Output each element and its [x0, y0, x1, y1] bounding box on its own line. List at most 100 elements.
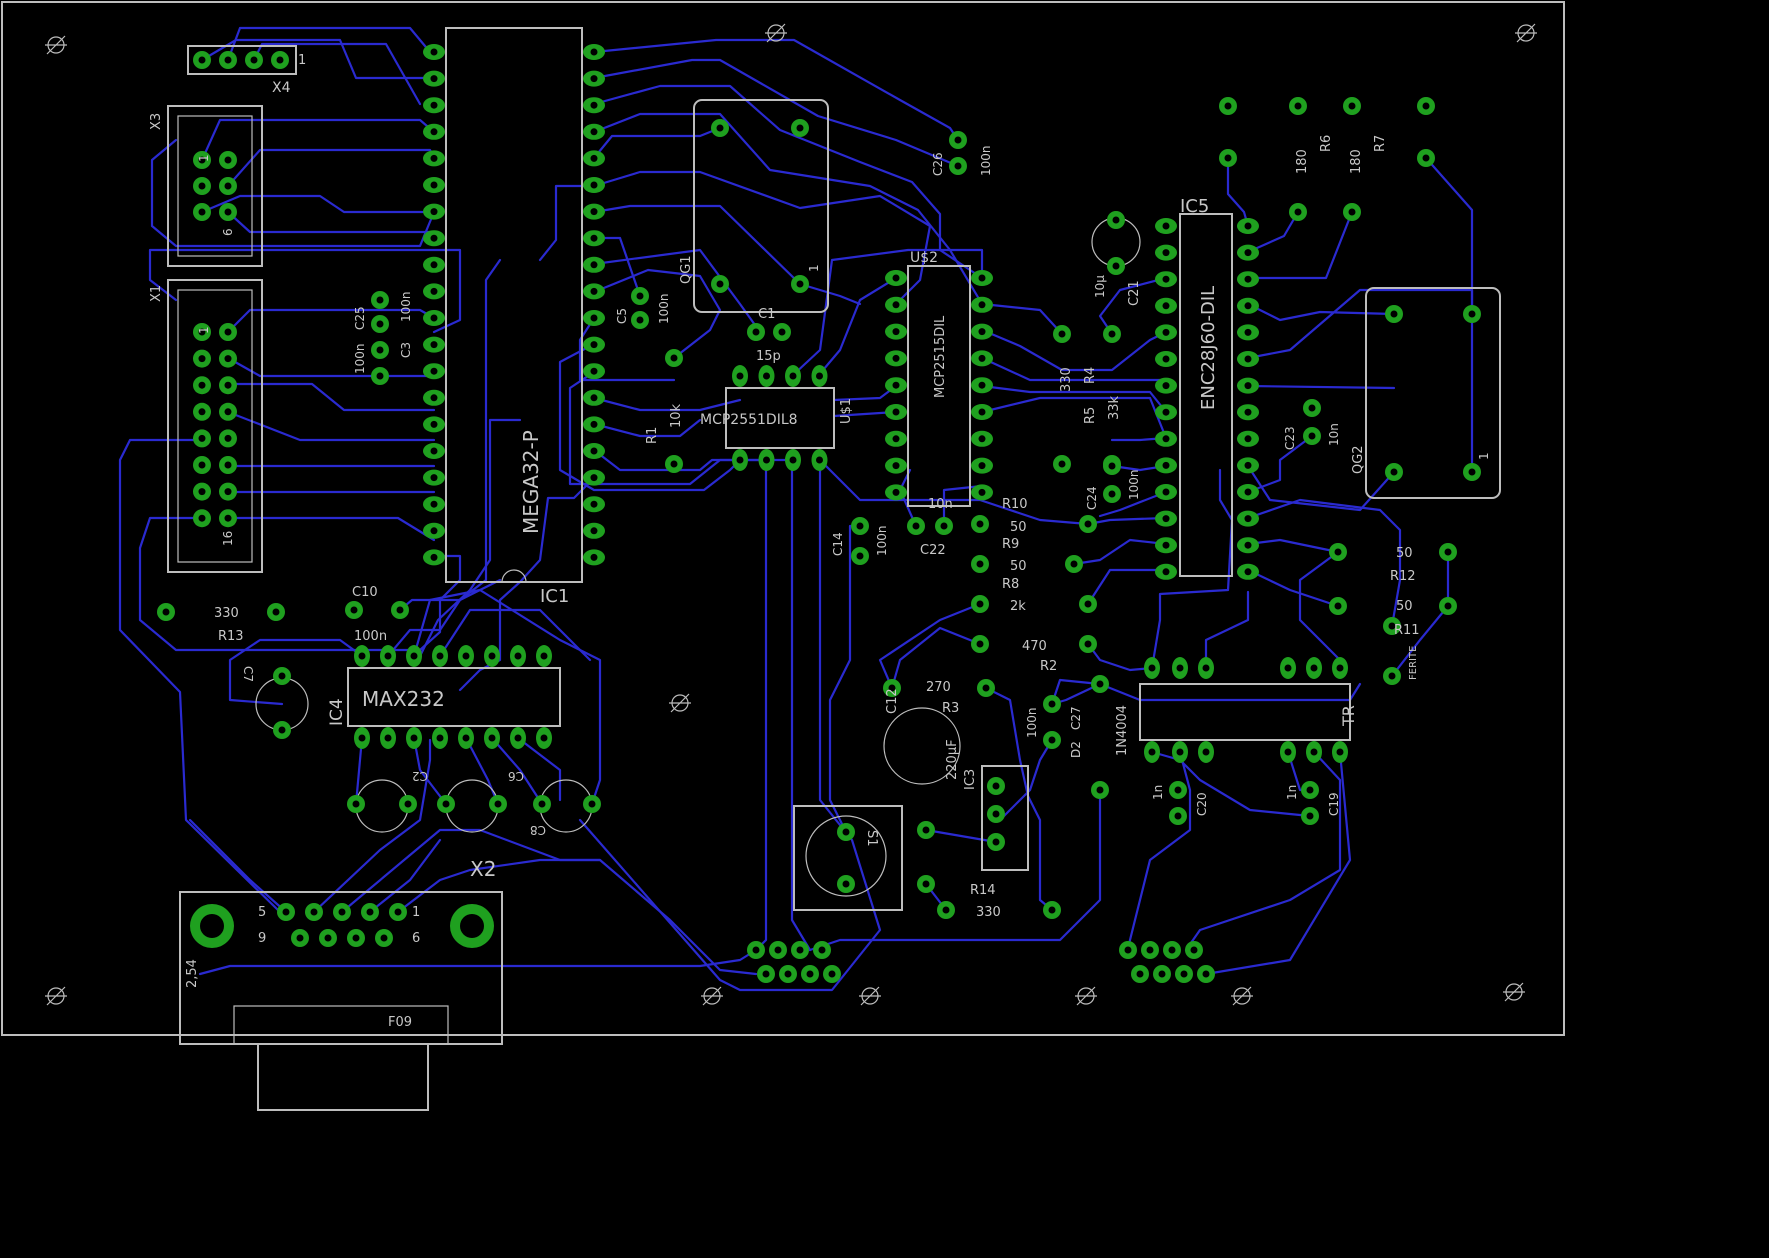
drill-hole [978, 381, 986, 389]
label-r3-value: 270 [926, 680, 951, 695]
drill-hole [198, 514, 206, 522]
drill-hole [978, 462, 986, 470]
drill-hole [1084, 640, 1092, 648]
label-x1-pin16: 16 [221, 531, 235, 546]
drill-hole [1084, 520, 1092, 528]
label-r9-value: 50 [1010, 559, 1027, 574]
label-d2-value: 1N4004 [1115, 705, 1130, 756]
drill-hole [892, 488, 900, 496]
label-x4-pin: 1 [298, 53, 306, 68]
label-qg2-pin: 1 [1477, 452, 1491, 460]
label-r1-value: 10k [669, 403, 684, 428]
drill-hole [324, 934, 332, 942]
drill-hole [430, 474, 438, 482]
label-c5: C5 [615, 308, 629, 324]
drill-hole [942, 906, 950, 914]
s1-switch-outline [793, 805, 903, 911]
label-c6: C6 [508, 769, 524, 783]
trace [538, 184, 596, 262]
drill-hole [978, 274, 986, 282]
drill-hole [762, 970, 770, 978]
drill-hole [436, 734, 444, 742]
label-c5-value: 100n [657, 293, 671, 324]
label-c24-value: 100n [1127, 469, 1141, 500]
label-r14-value: 330 [976, 905, 1001, 920]
drill-hole [1148, 748, 1156, 756]
drill-hole [1348, 208, 1356, 216]
trace [386, 578, 502, 658]
label-c1-value: 15p [756, 349, 781, 364]
drill-hole [1176, 664, 1184, 672]
trace [438, 608, 592, 662]
label-ic1: IC1 [540, 586, 569, 607]
drill-hole [1148, 664, 1156, 672]
drill-hole [1388, 672, 1396, 680]
drill-hole [430, 208, 438, 216]
label-c20: C20 [1195, 792, 1209, 816]
trace [1150, 468, 1234, 670]
drill-hole [162, 608, 170, 616]
drill-hole [442, 800, 450, 808]
drill-hole [224, 408, 232, 416]
drill-hole [590, 48, 598, 56]
trace [1246, 434, 1314, 494]
label-c8: C8 [530, 823, 546, 837]
drill-hole [278, 726, 286, 734]
drill-hole [430, 447, 438, 455]
tr-outline [1139, 683, 1351, 741]
label-c3-value: 100n [399, 291, 413, 322]
label-r4: R4 [1083, 367, 1098, 384]
drill-hole [978, 488, 986, 496]
label-r10-value: 50 [1010, 520, 1027, 535]
drill-hole [1244, 222, 1252, 230]
drill-hole [1244, 515, 1252, 523]
drill-hole [590, 314, 598, 322]
drill-hole [1224, 154, 1232, 162]
trace [1086, 642, 1154, 672]
drill-hole [892, 274, 900, 282]
label-x4: X4 [272, 80, 291, 96]
label-x2-pin5: 5 [258, 905, 266, 920]
drill-hole [540, 652, 548, 660]
drill-hole [1112, 262, 1120, 270]
drill-hole [488, 734, 496, 742]
label-r7: R7 [1373, 135, 1388, 152]
trace [1246, 210, 1300, 254]
ic3-outline [981, 765, 1029, 871]
label-u1-value: MCP2551DIL8 [700, 412, 798, 428]
trace [578, 316, 676, 382]
drill-hole [590, 234, 598, 242]
trace [490, 736, 544, 806]
label-ic4: IC4 [327, 698, 347, 726]
trace [118, 438, 282, 914]
label-s1: S1 [864, 830, 879, 847]
trace [1246, 302, 1396, 322]
drill-hole [1224, 102, 1232, 110]
drill-hole [1174, 812, 1182, 820]
drill-hole [376, 346, 384, 354]
drill-hole [250, 56, 258, 64]
drill-hole [716, 124, 724, 132]
drill-hole [1334, 548, 1342, 556]
label-c21-value: 10µ [1093, 275, 1107, 298]
drill-hole [1310, 664, 1318, 672]
drill-hole [1168, 946, 1176, 954]
drill-hole [1284, 748, 1292, 756]
label-pitch: 2,54 [185, 959, 200, 988]
drill-hole [430, 261, 438, 269]
drill-hole [590, 367, 598, 375]
trace [790, 248, 984, 378]
trace [200, 194, 436, 214]
drill-hole [1308, 432, 1316, 440]
drill-hole [736, 456, 744, 464]
label-c3: C3 [399, 342, 413, 358]
label-c20-value: 1n [1151, 785, 1165, 800]
trace [396, 858, 758, 976]
drill-hole [1468, 310, 1476, 318]
label-c12: C12 [885, 688, 900, 714]
drill-hole [350, 606, 358, 614]
label-x2-pin1: 1 [412, 905, 420, 920]
trace [228, 638, 364, 706]
label-x3: X3 [149, 113, 164, 130]
drill-hole [1244, 275, 1252, 283]
